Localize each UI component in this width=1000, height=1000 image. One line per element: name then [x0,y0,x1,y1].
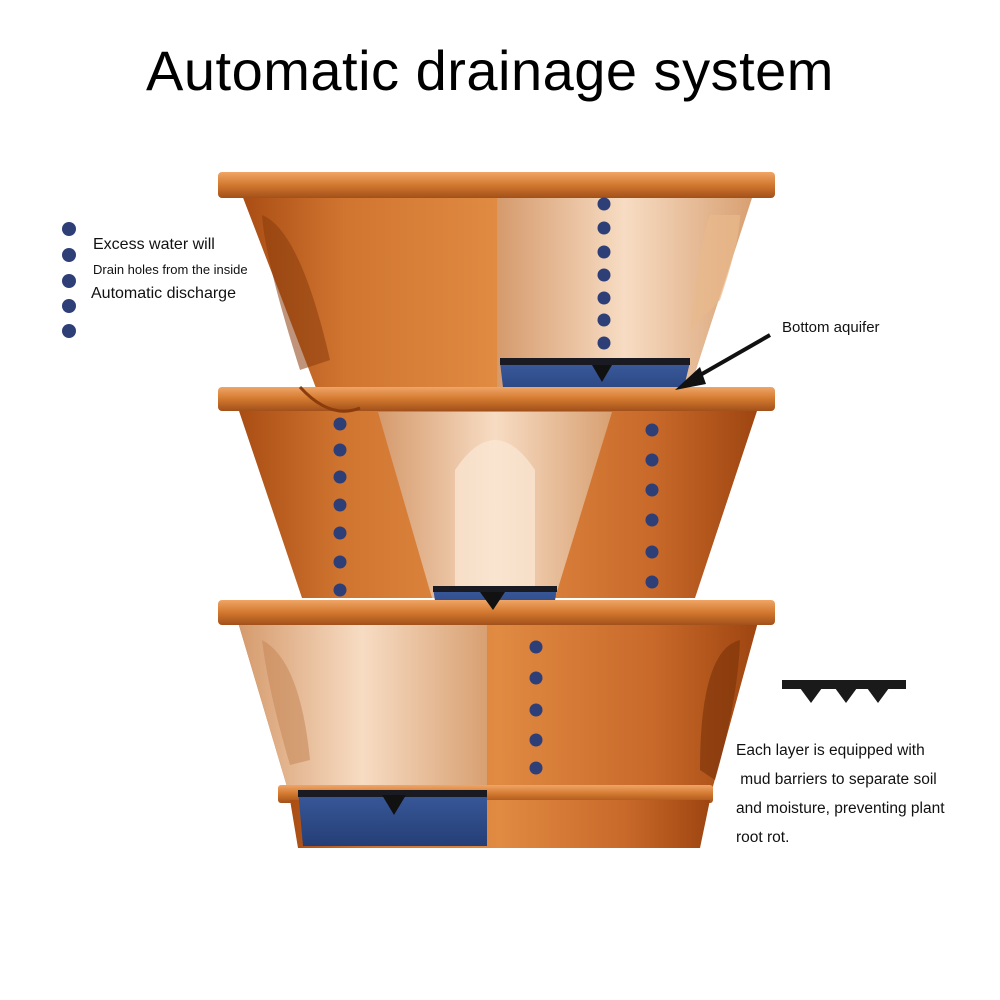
barrier-note-line-1: Each layer is equipped with [736,742,925,759]
bottom-tier-rim [218,600,775,625]
drop [333,443,347,457]
drain-holes-label: Drain holes from the inside [93,262,248,277]
top-tier-cutaway [497,198,752,388]
middle-barrier-tooth [480,592,505,610]
drop [645,575,659,589]
bottom-tier-pot [218,600,775,848]
bottom-barrier-tooth [382,795,406,815]
drop [645,545,659,559]
drop [645,513,659,527]
legend-drop [62,274,76,288]
drop [597,245,611,259]
excess-water-label: Excess water will [93,236,215,253]
barrier-note-line-2: mud barriers to separate soil [736,771,937,788]
page-title: Automatic drainage system [146,39,834,102]
legend-drop [62,248,76,262]
barrier-note-line-3: and moisture, preventing plant [736,800,945,817]
drop [645,483,659,497]
mud-barrier-icon [782,680,906,703]
drop [529,733,543,747]
drop [597,313,611,327]
middle-tier-pot [218,385,775,620]
drop [645,453,659,467]
drop [597,291,611,305]
legend-drop [62,222,76,236]
drop [529,640,543,654]
barrier-note: Each layer is equipped with mud barriers… [736,736,945,852]
drop [597,268,611,282]
barrier-note-line-4: root rot. [736,829,790,846]
drop [333,583,347,597]
legend-drop [62,324,76,338]
drop [597,197,611,211]
bottom-tier-aquifer [298,790,487,846]
drop [645,423,659,437]
drop [333,526,347,540]
drop [529,703,543,717]
drop [597,336,611,350]
aquifer-arrow [675,333,771,390]
automatic-discharge-label: Automatic discharge [91,285,236,302]
top-tier-rim [218,172,775,198]
top-barrier-tooth [592,365,612,382]
legend-drop [62,299,76,313]
drop [597,221,611,235]
top-tier-pot [218,172,775,404]
middle-tier-rim [218,387,775,411]
drop [333,470,347,484]
drop [333,417,347,431]
drop [333,498,347,512]
bottom-aquifer-label: Bottom aquifer [782,319,880,336]
drop [529,671,543,685]
drop [529,761,543,775]
drop [333,555,347,569]
water-drops [62,197,659,775]
